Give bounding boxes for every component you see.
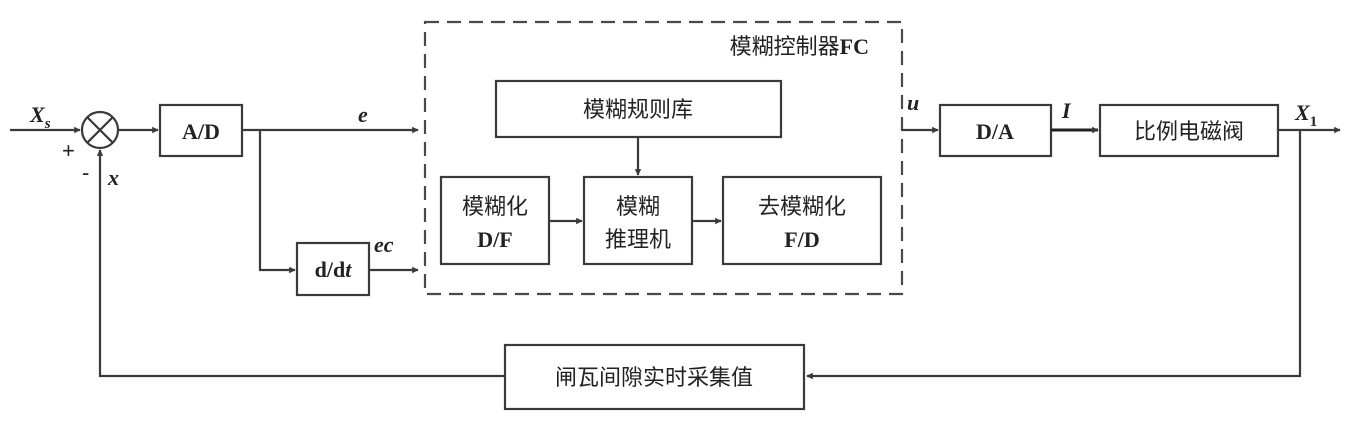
error-label: e <box>358 102 368 127</box>
feedback-arrow <box>96 149 505 378</box>
solenoid-valve-label: 比例电磁阀 <box>1134 120 1244 145</box>
current-label: I <box>1061 98 1072 123</box>
output-to-sensor-arrow <box>806 130 1302 380</box>
plus-sign: + <box>62 138 75 163</box>
da-converter-block: D/A <box>938 103 1053 158</box>
defuzzification-block: 去模糊化 F/D <box>721 175 883 266</box>
derivative-label: d/dt <box>315 257 353 282</box>
fuzzification-cn-label: 模糊化 <box>462 195 528 220</box>
control-label: u <box>907 90 919 115</box>
defuzzification-cn-label: 去模糊化 <box>758 195 846 220</box>
rule-base-block: 模糊规则库 <box>494 79 783 139</box>
gap-sensor-block: 闸瓦间隙实时采集值 <box>503 343 806 411</box>
gap-sensor-label: 闸瓦间隙实时采集值 <box>555 366 753 391</box>
ad-converter-block: A/D <box>158 103 244 158</box>
branch-to-derivative-arrow <box>258 130 296 274</box>
da-label: D/A <box>976 119 1014 144</box>
fuzzy-controller-title: 模糊控制器FC <box>730 34 869 60</box>
input-label: Xs <box>29 102 51 132</box>
defuzzification-en-label: F/D <box>784 227 819 252</box>
error-change-label: ec <box>374 232 394 257</box>
ad-label: A/D <box>182 119 220 144</box>
inference-label-1: 模糊 <box>616 195 660 220</box>
rule-base-label: 模糊规则库 <box>583 98 693 123</box>
inference-engine-block: 模糊 推理机 <box>582 175 694 266</box>
derivative-block: d/dt <box>295 241 371 297</box>
summing-junction <box>80 110 120 150</box>
minus-sign: - <box>82 160 89 185</box>
fuzzification-block: 模糊化 D/F <box>439 175 551 266</box>
inference-label-2: 推理机 <box>605 228 671 253</box>
feedback-label: x <box>107 165 119 190</box>
fuzzification-en-label: D/F <box>477 227 512 252</box>
output-label: X1 <box>1294 100 1317 130</box>
solenoid-valve-block: 比例电磁阀 <box>1098 103 1280 158</box>
